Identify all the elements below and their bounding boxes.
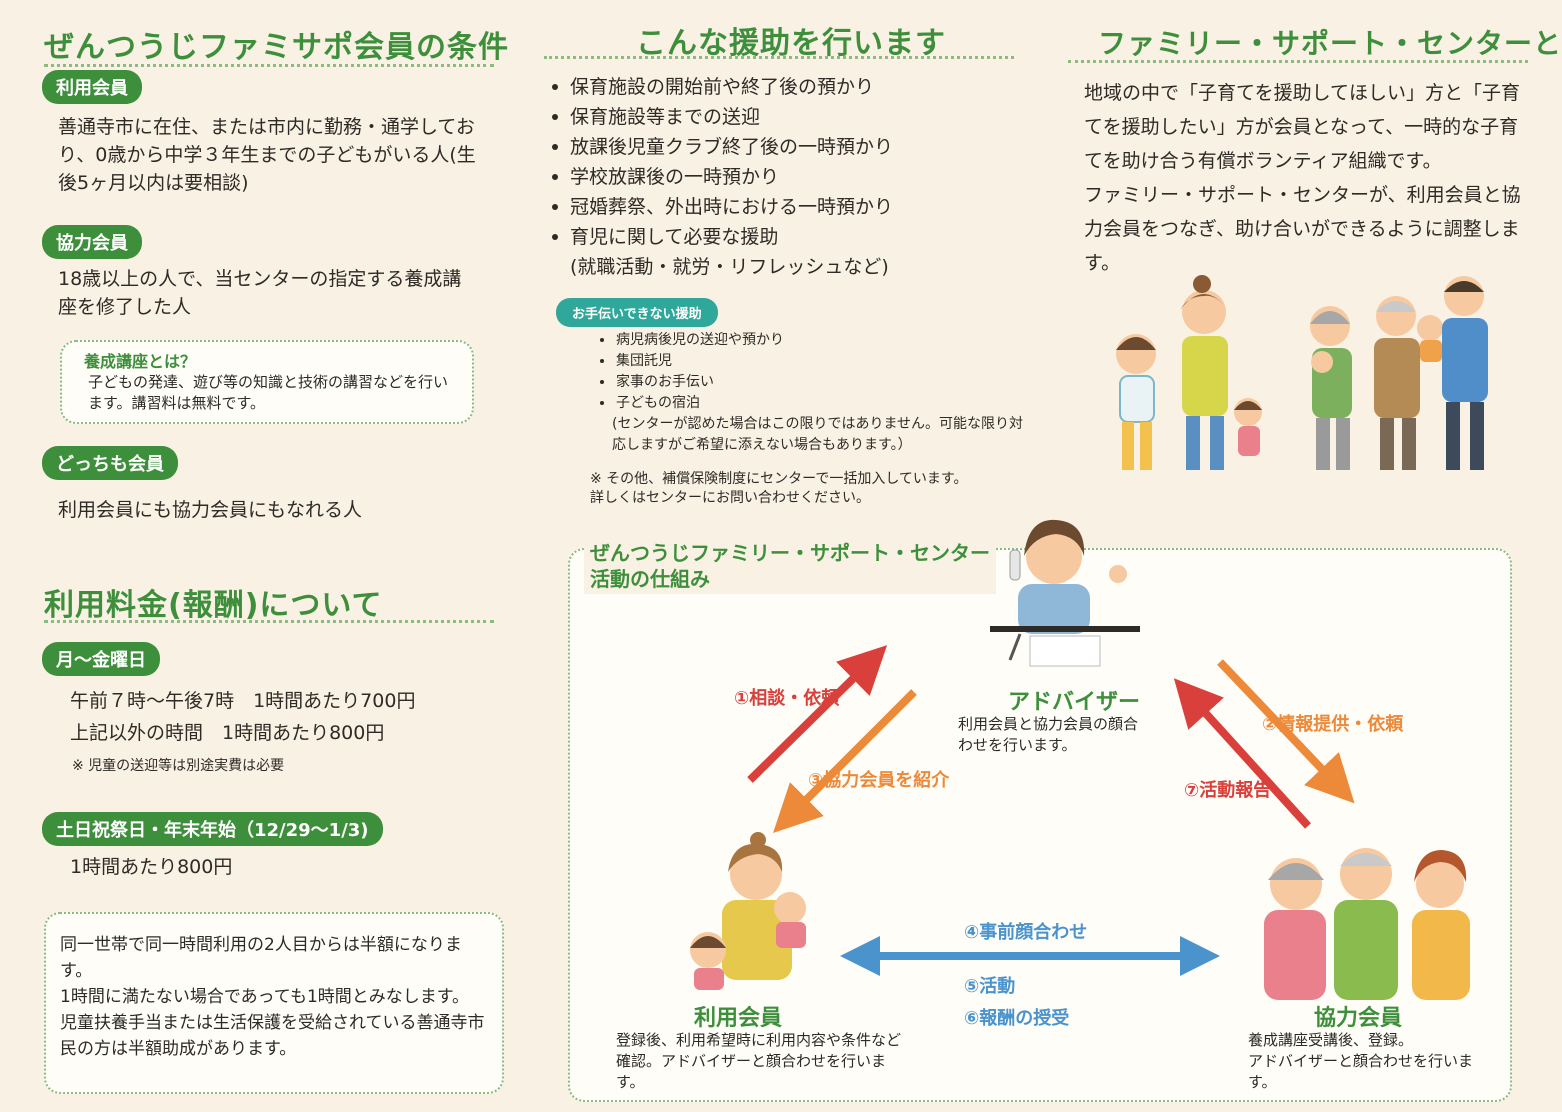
course-info-text: 子どもの発達、遊び等の知識と技術の講習などを行います。講習料は無料です。 (88, 373, 449, 412)
step-4-label: ④事前顔合わせ (964, 922, 1088, 943)
weekday-rate-1: 午前７時～午後7時 1時間あたり700円 (70, 690, 416, 712)
cannot-help-item: 病児病後児の送迎や預かり (592, 330, 1032, 351)
divider (544, 56, 1014, 59)
fsc-about-text-2: ファミリー・サポート・センターが、利用会員と協力会員をつなぎ、助け合いができるよ… (1084, 184, 1521, 274)
support-item: 保育施設等までの送迎 (546, 102, 1006, 132)
user-member-label: 利用会員 (42, 70, 142, 104)
divider (44, 620, 494, 623)
fee-notes-box: 同一世帯で同一時間利用の2人目からは半額になります。 1時間に満たない場合であっ… (44, 912, 504, 1094)
support-item-sub: (就職活動・就労・リフレッシュなど) (570, 256, 889, 278)
weekday-note: ※ 児童の送迎等は別途実費は必要 (72, 758, 285, 774)
cannot-help-item: 子どもの宿泊 (592, 393, 1032, 414)
user-member-text: 善通寺市に在住、または市内に勤務・通学しており、0歳から中学３年生までの子どもが… (58, 116, 476, 194)
arrow-consult (747, 645, 888, 783)
support-list: 保育施設の開始前や終了後の預かり 保育施設等までの送迎 放課後児童クラブ終了後の… (546, 72, 1006, 252)
support-item: 保育施設の開始前や終了後の預かり (546, 72, 1006, 102)
user-member-role-title: 利用会員 (694, 1006, 783, 1031)
helper-member-role-title: 協力会員 (1314, 1006, 1403, 1031)
step-1-label: ①相談・依頼 (734, 688, 840, 709)
cannot-help-list: 病児病後児の送迎や預かり 集団託児 家事のお手伝い 子どもの宿泊 (592, 330, 1032, 414)
helper-member-text: 18歳以上の人で、当センターの指定する養成講座を修了した人 (58, 268, 462, 318)
divider (44, 64, 494, 67)
support-item: 学校放課後の一時預かり (546, 162, 1006, 192)
insurance-note: ※ その他、補償保険制度にセンターで一括加入しています。 詳しくはセンターにお問… (590, 471, 968, 506)
step-2-label: ②情報提供・依頼 (1262, 714, 1404, 735)
fsc-about-title: ファミリー・サポート・センターとは (1098, 27, 1562, 60)
diagram-title-line2: 活動の仕組み (590, 567, 710, 591)
course-info-title: 養成講座とは？ (84, 352, 197, 371)
arrow-info (1217, 659, 1355, 804)
both-member-text: 利用会員にも協力会員にもなれる人 (58, 499, 363, 521)
cannot-help-item: 集団託児 (592, 351, 1032, 372)
step-6-label: ⑥報酬の授受 (964, 1008, 1070, 1029)
weekday-rate-2: 上記以外の時間 1時間あたり800円 (70, 722, 385, 744)
cannot-help-label: お手伝いできない援助 (556, 298, 718, 327)
flow-arrows (747, 645, 1355, 976)
holiday-label: 土日祝祭日・年末年始（12/29～1/3) (42, 812, 383, 846)
support-item: 放課後児童クラブ終了後の一時預かり (546, 132, 1006, 162)
divider (1068, 60, 1528, 63)
advisor-desc: 利用会員と協力会員の顔合わせを行います。 (958, 715, 1139, 754)
diagram-title: ぜんつうじファミリー・サポート・センター 活動の仕組み (584, 538, 996, 594)
fees-title: 利用料金(報酬)について (44, 588, 383, 623)
weekday-label: 月～金曜日 (42, 642, 160, 676)
step-3-label: ③協力会員を紹介 (808, 770, 950, 791)
fee-notes-text: 同一世帯で同一時間利用の2人目からは半額になります。 1時間に満たない場合であっ… (60, 935, 485, 1059)
advisor-title: アドバイザー (1008, 690, 1141, 715)
user-member-illustration (690, 832, 806, 990)
helper-member-role-desc: 養成講座受講後、登録。 アドバイザーと顔合わせを行います。 (1248, 1031, 1474, 1091)
arrow-report (1173, 678, 1311, 829)
cannot-help-item: 家事のお手伝い (592, 372, 1032, 393)
helper-member-illustration (1264, 848, 1470, 1000)
advisor-illustration (990, 519, 1140, 667)
diagram-title-line1: ぜんつうじファミリー・サポート・センター (590, 541, 990, 565)
helper-member-label: 協力会員 (42, 225, 142, 259)
step-5-label: ⑤活動 (964, 976, 1016, 997)
fsc-about-text-1: 地域の中で「子育てを援助してほしい」方と「子育てを援助したい」方が会員となって、… (1084, 82, 1521, 172)
support-item: 冠婚葬祭、外出時における一時預かり (546, 192, 1006, 222)
family-illustration (1116, 275, 1488, 470)
holiday-rate: 1時間あたり800円 (70, 856, 233, 878)
course-info-box: 養成講座とは？ 子どもの発達、遊び等の知識と技術の講習などを行います。講習料は無… (60, 340, 474, 424)
arrow-introduce (773, 689, 917, 833)
support-title: こんな援助を行います (636, 26, 946, 61)
support-item: 育児に関して必要な援助 (546, 222, 1006, 252)
cannot-help-note: (センターが認めた場合はこの限りではありません。可能な限り対応しますがご希望に添… (612, 416, 1024, 453)
both-member-label: どっちも会員 (42, 446, 178, 480)
step-7-label: ⑦活動報告 (1184, 780, 1272, 801)
user-member-role-desc: 登録後、利用希望時に利用内容や条件など確認。アドバイザーと顔合わせを行います。 (616, 1031, 902, 1091)
membership-conditions-title: ぜんつうじファミサポ会員の条件 (44, 30, 509, 65)
